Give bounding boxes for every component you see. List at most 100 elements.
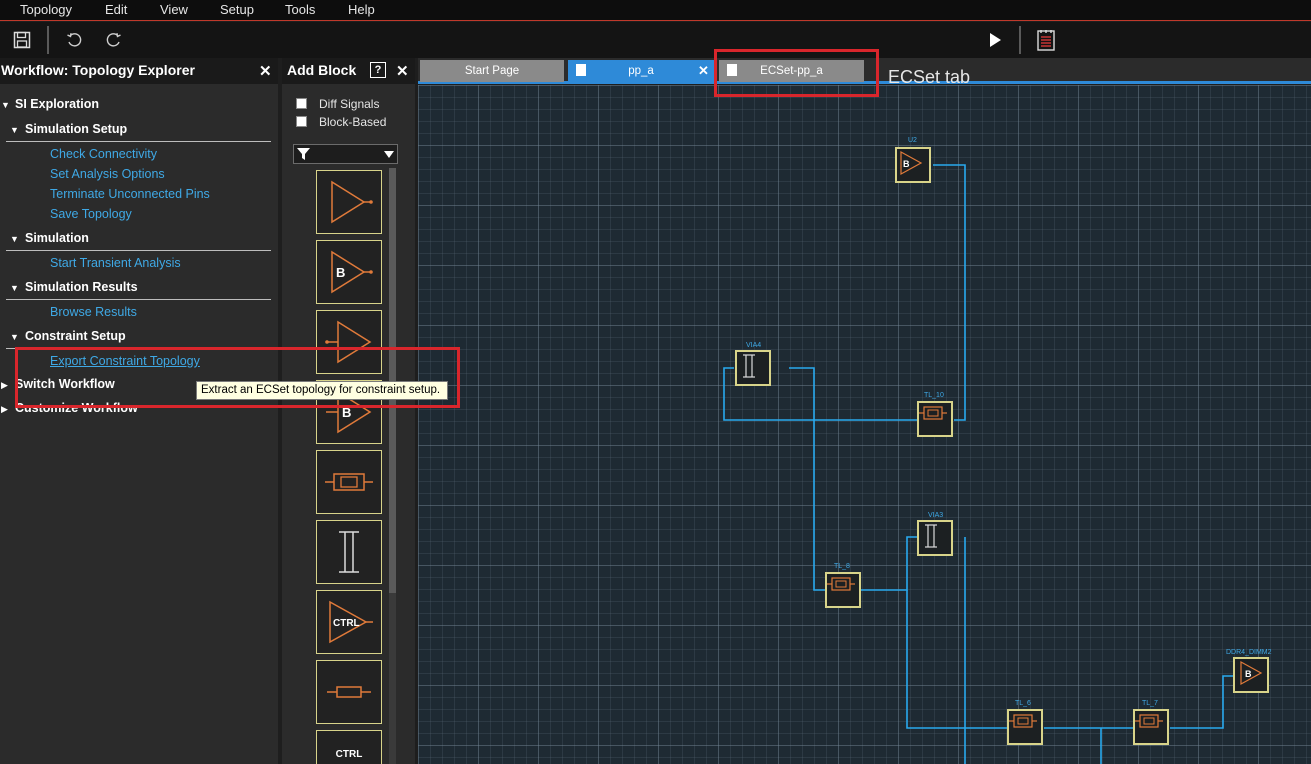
link-terminate-unconnected-pins[interactable]: Terminate Unconnected Pins — [50, 187, 210, 201]
node-ddr4-dimm2[interactable]: B — [1233, 657, 1269, 693]
block-tile-receiver[interactable] — [316, 310, 382, 374]
ctrl-icon: CTRL — [329, 600, 373, 644]
chevron-down-icon — [384, 151, 394, 158]
add-block-scrollbar[interactable] — [389, 168, 396, 764]
report-button[interactable] — [1033, 27, 1059, 53]
link-start-transient-analysis[interactable]: Start Transient Analysis — [50, 256, 181, 270]
link-browse-results[interactable]: Browse Results — [50, 305, 137, 319]
caret-down-icon[interactable]: ▼ — [10, 234, 19, 244]
menu-tools[interactable]: Tools — [285, 2, 316, 17]
section-simulation-setup[interactable]: Simulation Setup — [25, 122, 128, 136]
link-check-connectivity[interactable]: Check Connectivity — [50, 147, 157, 161]
b-receiver-icon: B — [1240, 660, 1263, 686]
run-button[interactable] — [982, 27, 1008, 53]
b-glyph: B — [336, 265, 345, 280]
block-filter-dropdown[interactable] — [293, 144, 398, 164]
b-driver-icon: B — [900, 150, 923, 176]
caret-down-icon[interactable]: ▼ — [10, 125, 19, 135]
toolbar-separator — [1019, 26, 1021, 54]
block-tile-resistor[interactable] — [316, 660, 382, 724]
via-icon — [339, 531, 359, 573]
section-customize-workflow[interactable]: Customize Workflow — [15, 401, 138, 415]
tab-label: ECSet-pp_a — [760, 65, 823, 77]
close-icon[interactable]: ✕ — [259, 63, 272, 80]
node-tl7[interactable] — [1133, 709, 1169, 745]
undo-icon — [67, 33, 82, 47]
transmission-line-icon — [325, 473, 373, 491]
via-icon — [925, 524, 937, 548]
link-save-topology[interactable]: Save Topology — [50, 207, 132, 221]
node-tl6[interactable] — [1007, 709, 1043, 745]
caret-down-icon[interactable]: ▼ — [10, 332, 19, 342]
block-tile-transmission-line[interactable] — [316, 450, 382, 514]
menu-edit[interactable]: Edit — [105, 2, 128, 17]
block-tile-b-driver[interactable]: B — [316, 240, 382, 304]
menu-setup[interactable]: Setup — [220, 2, 254, 17]
caret-right-icon[interactable]: ▶ — [1, 380, 8, 390]
tab-label: Start Page — [464, 65, 520, 77]
tab-label: pp_a — [628, 65, 654, 77]
add-block-title: Add Block — [282, 58, 415, 84]
node-via3[interactable] — [917, 520, 953, 556]
section-divider — [6, 141, 271, 142]
link-export-constraint-topology[interactable]: Export Constraint Topology — [50, 354, 200, 368]
scrollbar-thumb[interactable] — [389, 168, 396, 593]
diff-signals-checkbox[interactable] — [296, 98, 307, 109]
menu-help[interactable]: Help — [348, 2, 375, 17]
node-via4[interactable] — [735, 350, 771, 386]
node-label-u2: U2 — [908, 137, 917, 144]
transmission-line-icon — [827, 577, 855, 591]
transmission-line-icon — [919, 406, 947, 420]
node-label-tl7: TL_7 — [1142, 700, 1158, 707]
block-tile-driver[interactable] — [316, 170, 382, 234]
node-label-tl6: TL_6 — [1015, 700, 1031, 707]
b-driver-icon: B — [331, 250, 373, 294]
node-label-ddr4-dimm2: DDR4_DIMM2 — [1226, 649, 1272, 656]
menu-topology[interactable]: Topology — [20, 2, 73, 17]
resistor-icon — [327, 686, 371, 698]
tab-ecset-pp-a[interactable]: ECSet-pp_a — [719, 60, 864, 82]
node-label-tl8: TL_8 — [834, 563, 850, 570]
annotation-text: ECSet tab — [888, 67, 971, 87]
node-tl10[interactable] — [917, 401, 953, 437]
node-u2[interactable]: B — [895, 147, 931, 183]
tab-start-page[interactable]: Start Page — [420, 60, 564, 82]
tab-bar: Start Page pp_a ✕ ECSet-pp_a — [418, 58, 1311, 84]
node-tl8[interactable] — [825, 572, 861, 608]
section-simulation-results[interactable]: Simulation Results — [25, 280, 138, 294]
caret-down-icon[interactable]: ▼ — [10, 283, 19, 293]
play-icon — [990, 33, 1001, 47]
tab-pp-a[interactable]: pp_a ✕ — [568, 60, 714, 82]
save-button[interactable] — [9, 27, 35, 53]
section-constraint-setup[interactable]: Constraint Setup — [25, 329, 126, 343]
tree-root-si-exploration[interactable]: SI Exploration — [15, 97, 100, 111]
add-block-panel: Add Block ? ✕ Diff Signals Block-Based — [282, 58, 415, 764]
caret-down-icon[interactable]: ▼ — [1, 100, 10, 110]
filter-icon — [297, 148, 310, 160]
workflow-panel-title: Workflow: Topology Explorer — [0, 58, 278, 84]
node-label-via3: VIA3 — [928, 512, 944, 519]
toolbar — [0, 22, 1311, 58]
block-tile-ctrl-2[interactable]: CTRL — [316, 730, 382, 764]
caret-right-icon[interactable]: ▶ — [1, 404, 8, 414]
topology-canvas[interactable]: U2 B VIA4 TL_10 — [418, 85, 1311, 764]
highlight-box-export — [15, 347, 460, 408]
diff-signals-label: Diff Signals — [319, 97, 380, 111]
block-tile-via[interactable] — [316, 520, 382, 584]
section-divider — [6, 299, 271, 300]
b-receiver-icon: B — [326, 390, 372, 434]
block-based-checkbox[interactable] — [296, 116, 307, 127]
help-button[interactable]: ? — [370, 62, 386, 78]
report-icon — [1037, 30, 1055, 51]
link-set-analysis-options[interactable]: Set Analysis Options — [50, 167, 165, 181]
section-switch-workflow[interactable]: Switch Workflow — [15, 377, 115, 391]
redo-button[interactable] — [101, 27, 127, 53]
close-icon[interactable]: ✕ — [698, 63, 709, 78]
section-simulation[interactable]: Simulation — [25, 231, 89, 245]
menu-view[interactable]: View — [160, 2, 188, 17]
menu-bar: Topology Edit View Setup Tools Help — [0, 0, 1311, 21]
undo-button[interactable] — [61, 27, 87, 53]
close-icon[interactable]: ✕ — [396, 63, 409, 80]
block-tile-ctrl[interactable]: CTRL — [316, 590, 382, 654]
ctrl-glyph: CTRL — [333, 618, 360, 629]
